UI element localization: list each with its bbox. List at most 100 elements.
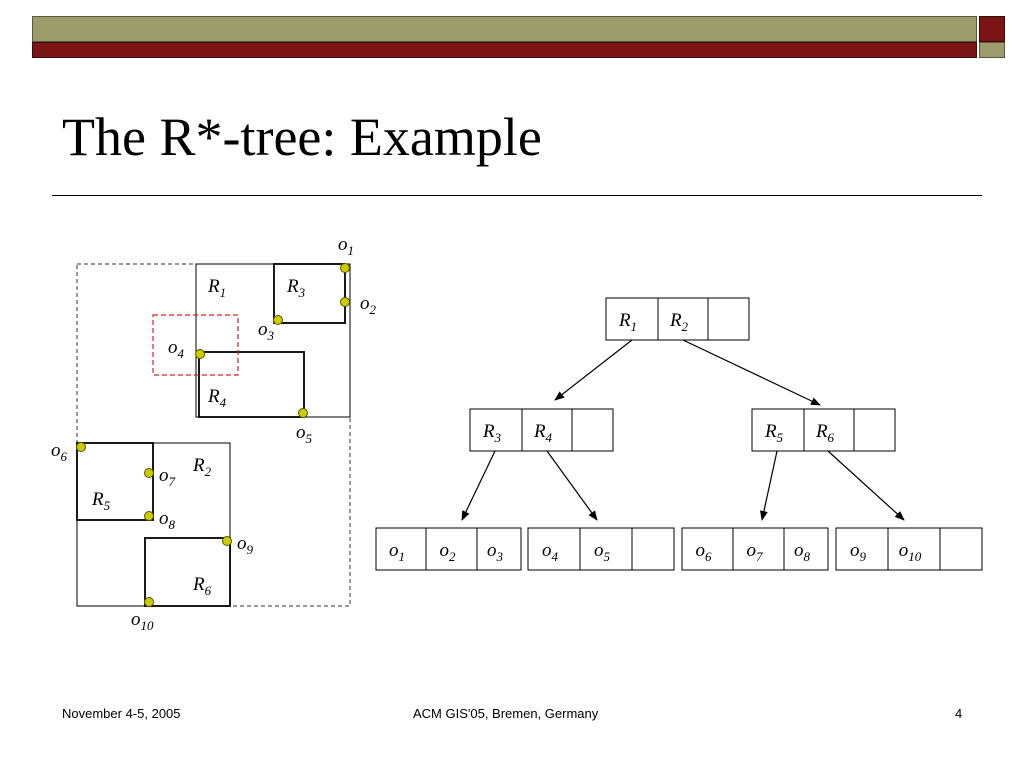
arrow-r1-r4 xyxy=(546,450,598,521)
leaf-r3-entry-3: o3 xyxy=(487,540,504,564)
root-entry-2-sub: 2 xyxy=(682,319,689,334)
leaf-r6-entry-2: o10 xyxy=(899,540,922,564)
point-o3 xyxy=(273,315,283,325)
leaf-r6-entry-2-sub: 10 xyxy=(908,549,922,564)
arrow-r1-r3 xyxy=(461,450,496,521)
label-r3-main: R xyxy=(286,276,299,297)
node-r1-entry-2-sub: 4 xyxy=(546,430,553,445)
header-bar-olive xyxy=(32,16,977,42)
leaf-r4-entry-1-main: o xyxy=(542,540,552,561)
mbr-r5 xyxy=(76,442,154,521)
root-entry-1-main: R xyxy=(618,310,631,331)
leaf-r6-entry-1: o9 xyxy=(850,540,867,564)
leaf-r3-entry-2-main: o xyxy=(440,540,450,561)
leaf-r4-entry-1: o4 xyxy=(542,540,559,564)
label-o2: o2 xyxy=(360,293,377,317)
node-r2-entry-1-sub: 5 xyxy=(777,430,784,445)
node-r2-entry-2-main: R xyxy=(815,421,828,442)
node-r2-entry-1-cell xyxy=(751,408,805,452)
leaf-r6-entry-1-sub: 9 xyxy=(860,549,867,564)
node-r1-entry-1-main: R xyxy=(482,421,495,442)
label-o1-sub: 1 xyxy=(348,243,355,258)
leaf-r3-entry-2-sub: 2 xyxy=(449,549,456,564)
label-o3: o3 xyxy=(258,319,275,343)
label-o4-main: o xyxy=(168,337,178,358)
leaf-r3-entry-1: o1 xyxy=(389,540,405,564)
label-o8: o8 xyxy=(159,508,176,532)
label-r5: R5 xyxy=(91,489,111,513)
leaf-r5-entry-3: o8 xyxy=(794,540,811,564)
leaf-r4-entry-3-cell xyxy=(631,527,675,571)
mbr-r3 xyxy=(273,263,346,324)
root-entry-3-cell xyxy=(707,297,750,341)
leaf-r5-entry-1: o6 xyxy=(696,540,713,564)
header-bar-red xyxy=(32,42,977,58)
node-r2-entry-2-sub: 6 xyxy=(828,430,835,445)
point-o10 xyxy=(144,597,154,607)
label-r2-sub: 2 xyxy=(205,464,212,479)
point-o2 xyxy=(340,297,350,307)
label-o5-main: o xyxy=(296,422,306,443)
node-r2-entry-2: R6 xyxy=(815,421,835,445)
node-r1-entry-3-cell xyxy=(571,408,614,452)
leaf-r6-entry-1-main: o xyxy=(850,540,860,561)
label-o8-main: o xyxy=(159,508,169,529)
label-r4-main: R xyxy=(207,386,220,407)
point-o1 xyxy=(340,263,350,273)
label-r1-main: R xyxy=(207,276,220,297)
leaf-r5-entry-3-main: o xyxy=(794,540,804,561)
label-o2-main: o xyxy=(360,293,370,314)
point-o9 xyxy=(222,536,232,546)
header-square-red xyxy=(979,16,1005,42)
mbr-r4 xyxy=(198,351,305,418)
label-o10-sub: 10 xyxy=(141,618,155,633)
footer-date: November 4-5, 2005 xyxy=(62,706,181,721)
arrow-root-r1 xyxy=(554,339,633,401)
label-o5-sub: 5 xyxy=(306,431,313,446)
node-r1-entry-1: R3 xyxy=(482,421,502,445)
label-o6-sub: 6 xyxy=(61,449,68,464)
footer-venue: ACM GIS'05, Bremen, Germany xyxy=(413,706,599,721)
label-o7: o7 xyxy=(159,465,176,489)
label-o3-sub: 3 xyxy=(267,328,275,343)
label-r3-sub: 3 xyxy=(298,285,306,300)
leaf-r5-entry-2: o7 xyxy=(747,540,764,564)
leaf-r6-entry-2-main: o xyxy=(899,540,909,561)
label-r3: R3 xyxy=(286,276,306,300)
leaf-r4-entry-2: o5 xyxy=(594,540,611,564)
leaf-r4-entry-2-main: o xyxy=(594,540,604,561)
point-o5 xyxy=(298,408,308,418)
leaf-r3-entry-1-sub: 1 xyxy=(399,549,406,564)
leaf-r6-entry-3-cell xyxy=(939,527,983,571)
label-r4-sub: 4 xyxy=(220,395,227,410)
leaf-r3-entry-2-cell xyxy=(425,527,478,571)
root-entry-1: R1 xyxy=(618,310,637,334)
leaf-r5-entry-2-main: o xyxy=(747,540,757,561)
label-o2-sub: 2 xyxy=(370,302,377,317)
label-o1-main: o xyxy=(338,234,348,255)
leaf-r3-entry-2: o2 xyxy=(440,540,457,564)
node-r2-entry-1-main: R xyxy=(764,421,777,442)
point-o6 xyxy=(76,442,86,452)
point-o8 xyxy=(144,511,154,521)
root-entry-1-sub: 1 xyxy=(631,319,638,334)
footer-page-number: 4 xyxy=(955,706,963,721)
node-r2-entry-2-cell xyxy=(803,408,855,452)
leaf-r5-entry-2-cell xyxy=(732,527,785,571)
leaf-r4-entry-1-cell xyxy=(527,527,581,571)
label-r1: R1 xyxy=(207,276,226,300)
leaf-r3-entry-1-main: o xyxy=(389,540,399,561)
leaf-r5-entry-3-cell xyxy=(783,527,829,571)
leaf-r5-entry-1-cell xyxy=(681,527,734,571)
mbr-r6 xyxy=(144,537,231,607)
leaf-r5-entry-1-main: o xyxy=(696,540,706,561)
label-o3-main: o xyxy=(258,319,268,340)
leaf-r4-entry-2-sub: 5 xyxy=(604,549,611,564)
leaf-r6-entry-2-cell xyxy=(887,527,941,571)
label-o8-sub: 8 xyxy=(169,517,176,532)
arrow-r2-r5 xyxy=(760,450,778,521)
